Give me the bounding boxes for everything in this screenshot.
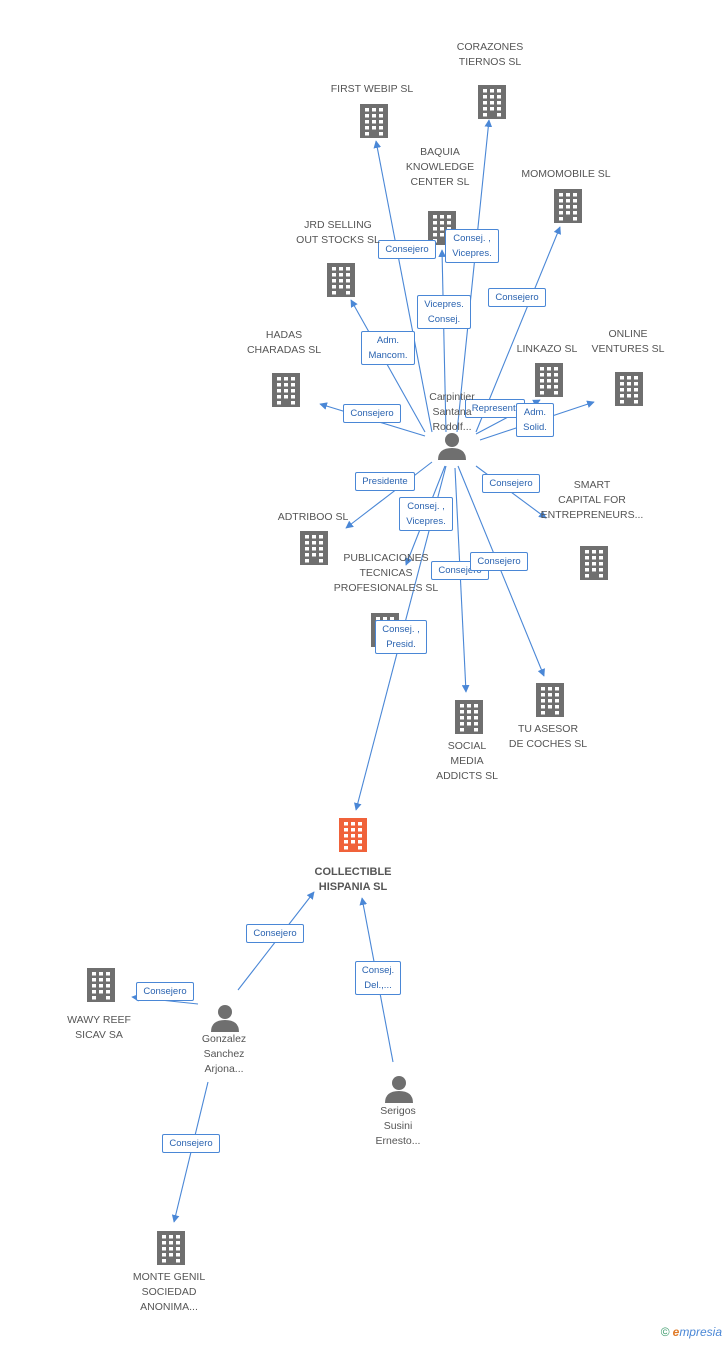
edge-label-consej-vicepres-corazones[interactable]: Consej. , Vicepres. [445,229,499,263]
node-label-baquia[interactable]: BAQUIA KNOWLEDGE CENTER SL [405,146,475,188]
node-label-collectible[interactable]: COLLECTIBLE HISPANIA SL [314,866,392,893]
edge-label-consejero-tuasesor[interactable]: Consejero [470,551,528,571]
node-label-wawy[interactable]: WAWY REEF SICAV SA [67,1014,131,1041]
building-icon-collectible[interactable] [339,818,367,852]
edge-label-adm-solid-online[interactable]: Adm. Solid. [516,403,554,437]
building-icon-wawy[interactable] [87,968,115,1002]
edge-label-adm-mancom-jrd[interactable]: Adm. Mancom. [361,331,415,365]
node-label-corazones[interactable]: CORAZONES TIERNOS SL [456,41,524,68]
edge-label-consejero-gonzalez-collectible[interactable]: Consejero [246,923,304,943]
edge-label-represent-linkazo[interactable]: Represent. [464,398,526,418]
person-icon-carpintier[interactable] [438,433,466,460]
brand-letter: e [672,1325,680,1339]
building-icon-montegenil[interactable] [157,1231,185,1265]
node-label-online[interactable]: ONLINE VENTURES SL [591,328,665,355]
person-icon-serigos[interactable] [385,1076,413,1103]
node-label-publicaciones[interactable]: PUBLICACIONES TECNICAS PROFESIONALES SL [333,552,439,594]
empresia-logo: ©empresia [661,1325,722,1339]
brand-name: mpresia [679,1325,722,1339]
edge-label-consejero-first[interactable]: Consejero [378,239,436,259]
building-icon-jrd[interactable] [327,263,355,297]
node-label-montegenil[interactable]: MONTE GENIL SOCIEDAD ANONIMA... [132,1271,206,1313]
building-icon-hadas[interactable] [272,373,300,407]
node-label-jrd[interactable]: JRD SELLING OUT STOCKS SL [296,219,380,246]
edge-label-consejero-hadas[interactable]: Consejero [343,403,401,423]
node-label-linkazo[interactable]: LINKAZO SL [516,343,578,355]
node-label-tuasesor[interactable]: TU ASESOR DE COCHES SL [508,723,588,750]
person-icon-gonzalez[interactable] [211,1005,239,1032]
edge-label-presidente-adtriboo[interactable]: Presidente [355,471,415,491]
node-label-momomobile[interactable]: MOMOMOBILE SL [521,168,611,180]
edge-label-consejero-montegenil[interactable]: Consejero [162,1133,220,1153]
building-icon-adtriboo[interactable] [300,531,328,565]
edge-adm-mancom-jrd [350,299,426,433]
node-label-carpintier[interactable]: Carpintier Santana Rodolf... [429,391,475,433]
node-label-adtriboo[interactable]: ADTRIBOO SL [277,511,349,523]
edge-label-consejero-smart[interactable]: Consejero [482,473,540,493]
node-label-first_webip[interactable]: FIRST WEBIP SL [330,83,414,95]
edge-vicepres-consej-baquia [438,249,447,433]
building-icon-social[interactable] [455,700,483,734]
edge-label-consejero-momo[interactable]: Consejero [488,287,546,307]
edge-label-consej-del-serigos[interactable]: Consej. Del.,... [354,961,402,995]
edge-consejero-tuasesor [457,465,545,677]
building-icon-tuasesor[interactable] [536,683,564,717]
node-label-smart[interactable]: SMART CAPITAL FOR ENTREPRENEURS... [540,479,644,521]
node-label-gonzalez[interactable]: Gonzalez Sanchez Arjona... [201,1033,247,1075]
copyright-symbol: © [660,1325,670,1339]
node-label-hadas[interactable]: HADAS CHARADAS SL [246,329,322,356]
edge-consejero-social [454,467,470,693]
edge-label-consejero-wawy[interactable]: Consejero [136,981,194,1001]
building-icon-linkazo[interactable] [535,363,563,397]
edge-consejero-momo [475,226,561,433]
node-label-serigos[interactable]: Serigos Susini Ernesto... [375,1105,421,1147]
building-icon-corazones[interactable] [478,85,506,119]
edge-consej-vicepres-corazones [456,119,493,433]
edge-consejero-first [373,140,433,433]
edge-presidente-adtriboo [345,461,433,529]
building-icon-first_webip[interactable] [360,104,388,138]
building-icon-smart[interactable] [580,546,608,580]
edge-label-consej-vicepres-public[interactable]: Consej. , Vicepres. [399,497,453,531]
edge-label-vicepres-consej-baquia[interactable]: Vicepres. Consej. [417,295,471,329]
building-icon-online[interactable] [615,372,643,406]
building-icon-momomobile[interactable] [554,189,582,223]
edge-label-consej-presid-collectible[interactable]: Consej. , Presid. [375,620,427,654]
node-label-social[interactable]: SOCIAL MEDIA ADDICTS SL [436,740,498,782]
